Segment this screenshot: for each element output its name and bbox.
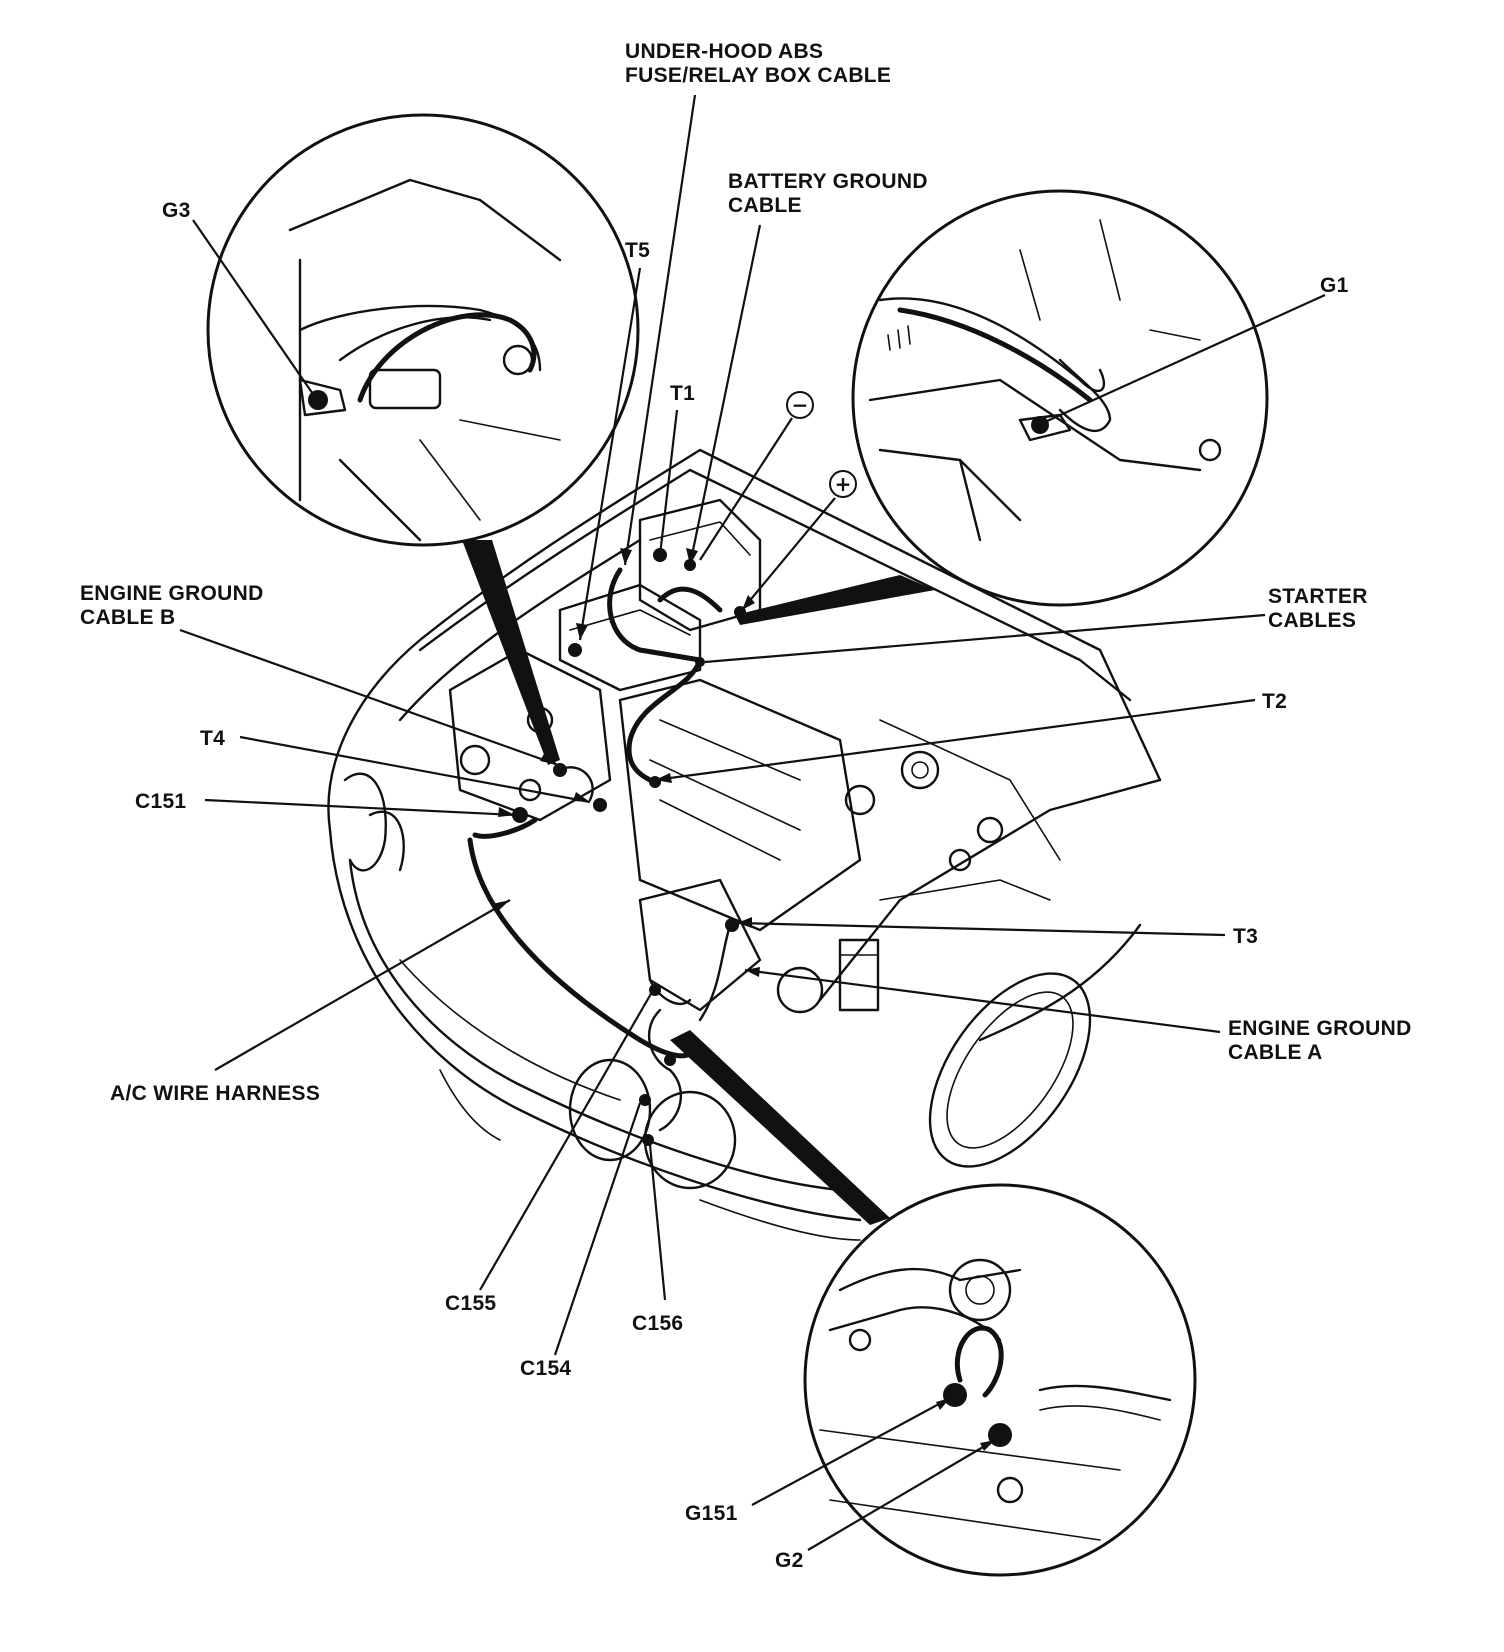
leader-lines	[179, 94, 1326, 1551]
callout-labels: UNDER-HOOD ABS FUSE/RELAY BOX CABLE BATT…	[80, 40, 1412, 1572]
label-t5: T5	[625, 239, 650, 262]
label-c151: C151	[135, 790, 186, 813]
detail-circle-g3	[206, 113, 640, 765]
negative-symbol: −	[792, 393, 809, 417]
label-t2: T2	[1262, 690, 1287, 713]
battery-terminal-symbols: − +	[786, 391, 857, 498]
detail-circle-g1	[735, 189, 1269, 625]
label-battery-ground-line1: BATTERY GROUND	[728, 170, 928, 193]
label-g2: G2	[775, 1549, 804, 1572]
label-g151: G151	[685, 1502, 738, 1525]
label-engine-ground-b-line2: CABLE B	[80, 606, 175, 629]
label-engine-ground-a-line2: CABLE A	[1228, 1041, 1323, 1064]
car-body-drawing	[327, 448, 1162, 1241]
label-engine-ground-a-line1: ENGINE GROUND	[1228, 1017, 1412, 1040]
positive-terminal-icon	[829, 470, 857, 498]
label-under-hood-abs-line2: FUSE/RELAY BOX CABLE	[625, 64, 891, 87]
label-t1: T1	[670, 382, 695, 405]
label-g3: G3	[162, 199, 191, 222]
label-g1: G1	[1320, 274, 1349, 297]
label-t4: T4	[200, 727, 225, 750]
label-c154: C154	[520, 1357, 571, 1380]
label-c155: C155	[445, 1292, 496, 1315]
negative-terminal-icon	[786, 391, 814, 419]
label-ac-wire-harness: A/C WIRE HARNESS	[110, 1082, 320, 1105]
label-battery-ground-line2: CABLE	[728, 194, 802, 217]
label-engine-ground-b-line1: ENGINE GROUND	[80, 582, 264, 605]
label-t3: T3	[1233, 925, 1258, 948]
label-starter-cables-line2: CABLES	[1268, 609, 1356, 632]
label-starter-cables-line1: STARTER	[1268, 585, 1368, 608]
label-c156: C156	[632, 1312, 683, 1335]
positive-symbol: +	[835, 472, 852, 496]
label-under-hood-abs-line1: UNDER-HOOD ABS	[625, 40, 823, 63]
leader-arrowheads	[492, 548, 995, 1451]
detail-circle-g2-g151	[670, 1030, 1197, 1577]
